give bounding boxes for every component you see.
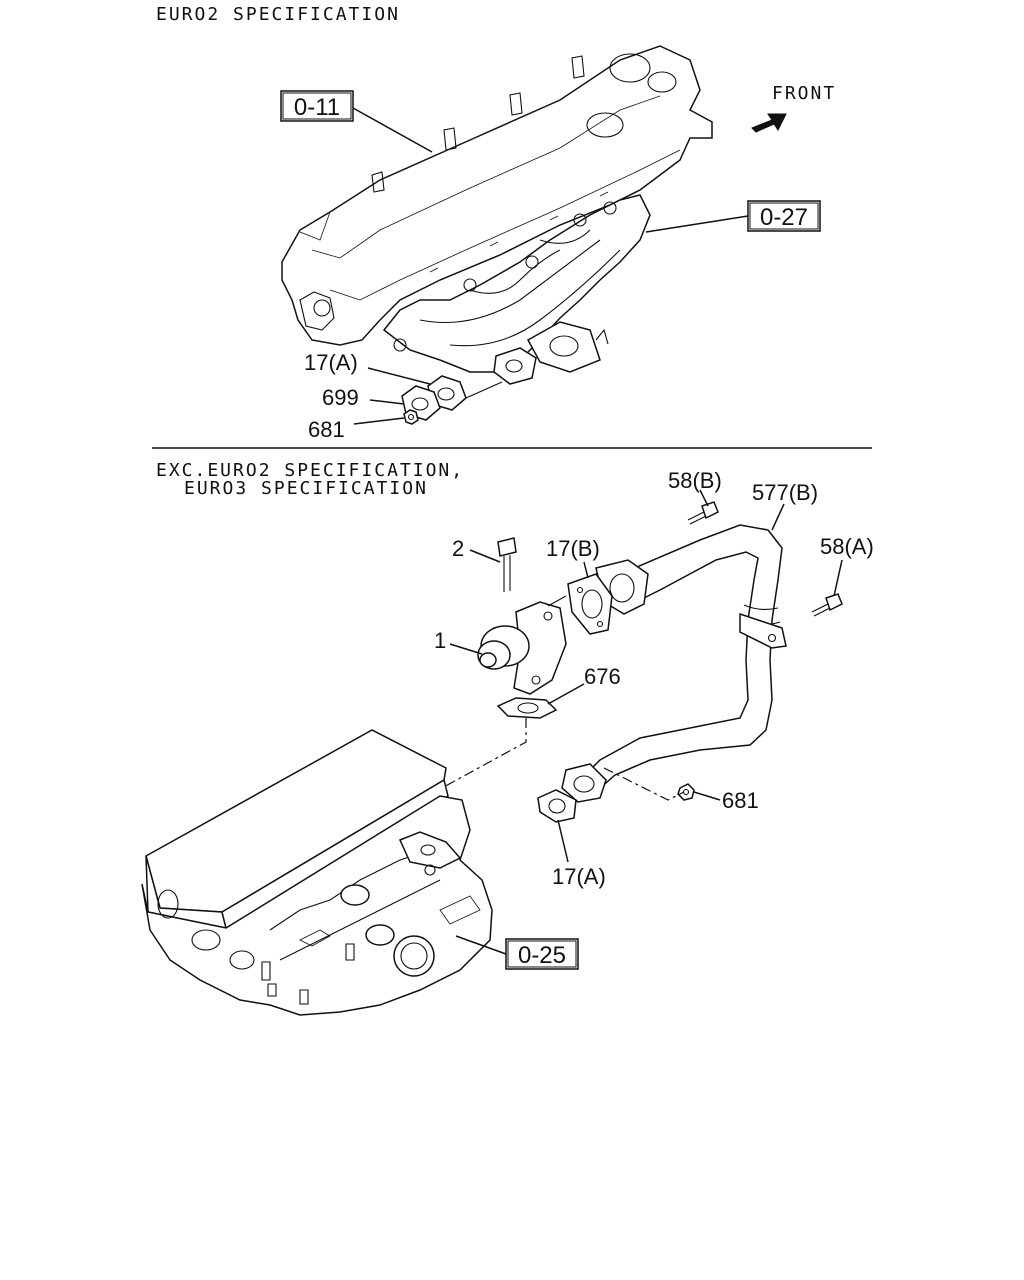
leader-17a-bottom <box>557 819 569 863</box>
section-title-exc-euro2-line2: EURO3 SPECIFICATION <box>184 478 428 499</box>
section-title-exc-euro2-line1: EXC.EURO2 SPECIFICATION, <box>156 460 464 481</box>
leader-0-25 <box>455 935 507 955</box>
exhaust-manifold-top <box>382 194 651 385</box>
leader-676 <box>547 683 585 705</box>
dash-valve-gasket <box>547 595 567 607</box>
section-title-euro2: EURO2 SPECIFICATION <box>156 4 400 25</box>
svg-text:0-11: 0-11 <box>294 94 340 121</box>
callout-17b: 17(B) <box>546 536 600 561</box>
front-arrow-icon <box>751 113 787 133</box>
egr-valve <box>477 601 567 695</box>
pipe-bracket <box>739 612 787 649</box>
gasket-676 <box>496 697 558 719</box>
bolt-58b-icon <box>687 501 719 525</box>
dash-flange-nut <box>603 767 685 801</box>
ref-box-0-27: 0-27 <box>747 200 821 232</box>
callout-58a: 58(A) <box>820 534 874 559</box>
leader-1 <box>449 643 483 655</box>
dash-gasket-flange <box>609 589 613 597</box>
leader-699 <box>369 399 405 405</box>
callout-676: 676 <box>584 664 621 689</box>
leader-681-bottom <box>693 791 721 801</box>
bolt-2-icon <box>497 537 517 592</box>
leader-58a <box>833 559 843 597</box>
leader-577b <box>771 503 785 531</box>
svg-text:0-25: 0-25 <box>518 942 566 969</box>
leader-2 <box>469 549 501 563</box>
dash-gasket-manifold <box>465 381 503 399</box>
callout-17a-bottom: 17(A) <box>552 864 606 889</box>
svg-text:0-27: 0-27 <box>760 204 808 231</box>
leader-681-top <box>353 417 405 425</box>
leader-0-11 <box>352 107 433 153</box>
leader-17b <box>583 561 589 579</box>
leader-17a-top <box>367 367 431 385</box>
leader-58b <box>699 489 709 507</box>
callout-1: 1 <box>434 628 446 653</box>
bolt-58a-icon <box>811 593 843 617</box>
pipe-flange-lower <box>561 763 607 803</box>
callout-681-top: 681 <box>308 417 345 442</box>
callout-681-bottom: 681 <box>722 788 759 813</box>
cylinder-head-top <box>281 45 713 346</box>
callout-577b: 577(B) <box>752 480 818 505</box>
gasket-17b <box>567 573 613 635</box>
ref-box-0-25: 0-25 <box>505 938 579 970</box>
nut-681-bottom-icon <box>677 783 695 801</box>
callout-17a-top: 17(A) <box>304 350 358 375</box>
ref-box-0-11: 0-11 <box>280 90 354 122</box>
leader-0-27 <box>645 215 749 233</box>
nut-681-top-icon <box>403 409 419 425</box>
front-label: FRONT <box>772 83 836 104</box>
callout-58b: 58(B) <box>668 468 722 493</box>
callout-2: 2 <box>452 536 464 561</box>
gasket-17a-bottom <box>537 789 577 823</box>
callout-699: 699 <box>322 385 359 410</box>
engine-block-bottom <box>141 729 493 1016</box>
